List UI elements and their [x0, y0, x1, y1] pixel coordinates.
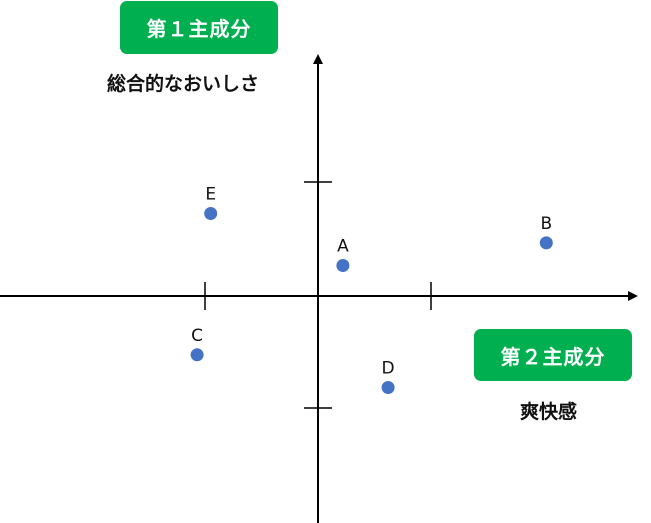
pc1-badge: 第１主成分: [120, 1, 278, 54]
data-point-c: [190, 348, 204, 362]
data-point-d: [381, 381, 395, 394]
pc2-badge: 第２主成分: [474, 329, 632, 381]
point-label-d: D: [382, 359, 395, 379]
data-point-b: [539, 236, 553, 250]
pc2-caption: 爽快感: [520, 401, 578, 423]
data-point-a: [336, 259, 350, 272]
point-label-b: B: [540, 214, 552, 234]
data-point-e: [204, 207, 218, 220]
point-label-e: E: [205, 185, 216, 205]
point-label-c: C: [191, 326, 203, 346]
pc1-caption: 総合的なおいしさ: [107, 73, 260, 95]
point-label-a: A: [337, 237, 349, 257]
